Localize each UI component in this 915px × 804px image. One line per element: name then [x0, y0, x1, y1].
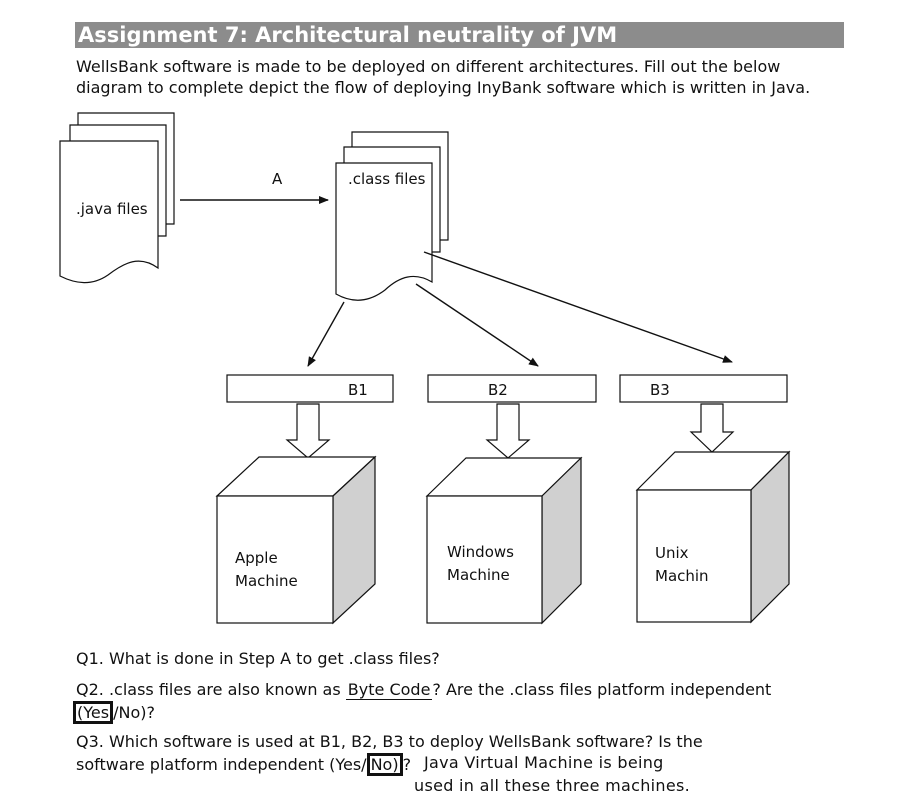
windows-machine-label-2: Machine: [447, 566, 510, 584]
unix-machine-cube: Unix Machin: [635, 450, 791, 624]
class-files-label: .class files: [348, 170, 426, 188]
b3-box: [619, 374, 788, 403]
unix-machine-label-2: Machin: [655, 567, 709, 585]
arrow-to-b3: [423, 251, 733, 363]
java-files-document-icon: .java files: [59, 112, 175, 284]
apple-machine-label-1: Apple: [235, 549, 278, 567]
b2-down-arrow: [485, 403, 531, 459]
question-3-line-2: software platform independent (Yes/No)?: [76, 753, 412, 776]
java-files-label: .java files: [76, 200, 148, 218]
title-bar: [75, 22, 844, 48]
question-1: Q1. What is done in Step A to get .class…: [76, 649, 440, 668]
b1-box: [226, 374, 394, 403]
apple-machine-label-2: Machine: [235, 572, 298, 590]
question-2-prefix: Q2. .class files are also known as: [76, 680, 341, 699]
windows-machine-label-1: Windows: [447, 543, 514, 561]
class-files-document-icon: .class files: [335, 131, 449, 301]
intro-line-1: WellsBank software is made to be deploye…: [76, 57, 781, 76]
b2-label: B2: [488, 381, 508, 399]
b2-box: [427, 374, 597, 403]
q3-no-circled: No): [366, 753, 403, 776]
unix-machine-label-1: Unix: [655, 544, 689, 562]
windows-machine-cube: Windows Machine: [425, 456, 583, 625]
deployment-flow-diagram: .java files A .class files B1 B2 B3 Appl…: [59, 112, 791, 625]
question-2-suffix: ? Are the .class files platform independ…: [432, 680, 772, 699]
apple-machine-cube: Apple Machine: [215, 455, 377, 625]
q2-no-option: No)?: [118, 703, 155, 722]
q2-answer-byte-code: Byte Code: [345, 680, 433, 700]
question-3-prefix: software platform independent (Yes/: [76, 755, 367, 774]
question-2-line-2: (Yes/No)?: [73, 701, 155, 724]
b3-label: B3: [650, 381, 670, 399]
b3-down-arrow: [689, 403, 735, 453]
page-title: Assignment 7: Architectural neutrality o…: [78, 23, 618, 47]
b1-label: B1: [348, 381, 368, 399]
intro-line-2: diagram to complete depict the flow of d…: [76, 78, 811, 97]
step-a-label: A: [272, 170, 283, 188]
q2-yes-circled: (Yes: [73, 701, 114, 724]
arrow-to-b1: [307, 301, 345, 367]
b1-down-arrow: [285, 403, 331, 459]
q3-answer-line-1: Java Virtual Machine is being: [424, 753, 664, 772]
arrow-to-b2: [415, 283, 539, 367]
question-2-line-1: Q2. .class files are also known as Byte …: [76, 680, 771, 700]
question-3-line-1: Q3. Which software is used at B1, B2, B3…: [76, 732, 703, 751]
q3-answer-line-2: used in all these three machines.: [414, 776, 691, 795]
